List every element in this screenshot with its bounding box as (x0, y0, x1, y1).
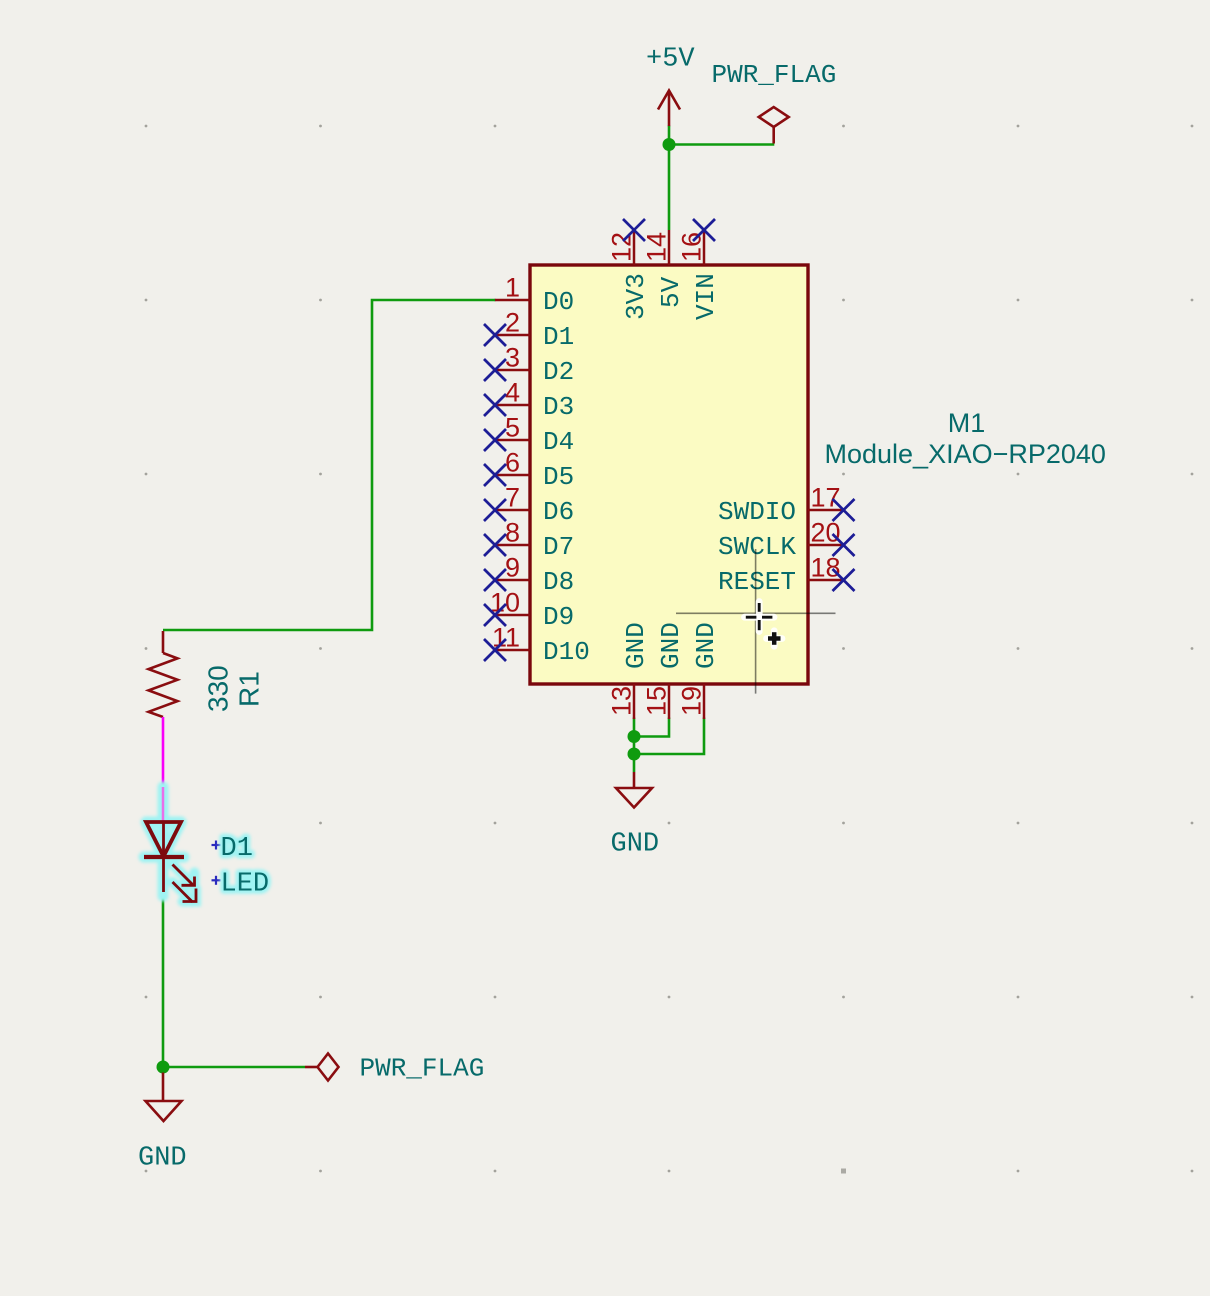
svg-text:M1: M1 (948, 408, 986, 438)
svg-text:12: 12 (607, 232, 637, 262)
svg-text:GND: GND (621, 622, 651, 669)
svg-text:LED: LED (221, 870, 270, 900)
svg-text:13: 13 (607, 686, 637, 716)
svg-text:19: 19 (677, 686, 707, 716)
svg-text:RESET: RESET (718, 567, 796, 597)
svg-text:D3: D3 (543, 392, 574, 422)
svg-text:14: 14 (642, 232, 672, 262)
svg-text:+5V: +5V (646, 45, 695, 75)
svg-text:GND: GND (611, 830, 660, 860)
svg-text:330: 330 (203, 665, 234, 712)
svg-text:D4: D4 (543, 427, 574, 457)
svg-text:D1: D1 (221, 834, 253, 864)
svg-text:Module_XIAO−RP2040: Module_XIAO−RP2040 (825, 439, 1106, 469)
svg-text:GND: GND (691, 622, 721, 669)
svg-text:5V: 5V (656, 276, 686, 308)
svg-text:PWR_FLAG: PWR_FLAG (360, 1054, 485, 1084)
svg-text:R1: R1 (234, 671, 265, 707)
svg-text:PWR_FLAG: PWR_FLAG (712, 60, 837, 90)
svg-text:7: 7 (505, 483, 520, 513)
svg-text:D6: D6 (543, 497, 574, 527)
svg-text:LED: LED (221, 870, 270, 900)
svg-text:15: 15 (642, 686, 672, 716)
svg-text:5: 5 (505, 413, 520, 443)
svg-text:2: 2 (505, 308, 520, 338)
svg-text:16: 16 (677, 232, 707, 262)
svg-text:17: 17 (811, 483, 841, 513)
svg-text:D7: D7 (543, 532, 574, 562)
svg-text:D5: D5 (543, 462, 574, 492)
svg-text:VIN: VIN (691, 273, 721, 320)
svg-text:3: 3 (505, 343, 520, 373)
svg-text:D0: D0 (543, 287, 574, 317)
svg-text:GND: GND (138, 1144, 187, 1174)
svg-text:D10: D10 (543, 637, 590, 667)
svg-text:D9: D9 (543, 602, 574, 632)
svg-text:D2: D2 (543, 357, 574, 387)
svg-text:8: 8 (505, 518, 520, 548)
svg-text:SWDIO: SWDIO (718, 497, 796, 527)
svg-text:20: 20 (811, 518, 841, 548)
svg-text:9: 9 (505, 553, 520, 583)
svg-text:D1: D1 (221, 834, 253, 864)
svg-text:4: 4 (505, 378, 520, 408)
svg-text:D8: D8 (543, 567, 574, 597)
svg-text:18: 18 (811, 553, 841, 583)
svg-text:GND: GND (656, 622, 686, 669)
svg-text:10: 10 (490, 588, 520, 618)
svg-text:1: 1 (505, 273, 520, 303)
svg-text:SWCLK: SWCLK (718, 532, 796, 562)
svg-text:6: 6 (505, 448, 520, 478)
svg-text:D1: D1 (543, 322, 574, 352)
svg-text:3V3: 3V3 (621, 273, 651, 320)
